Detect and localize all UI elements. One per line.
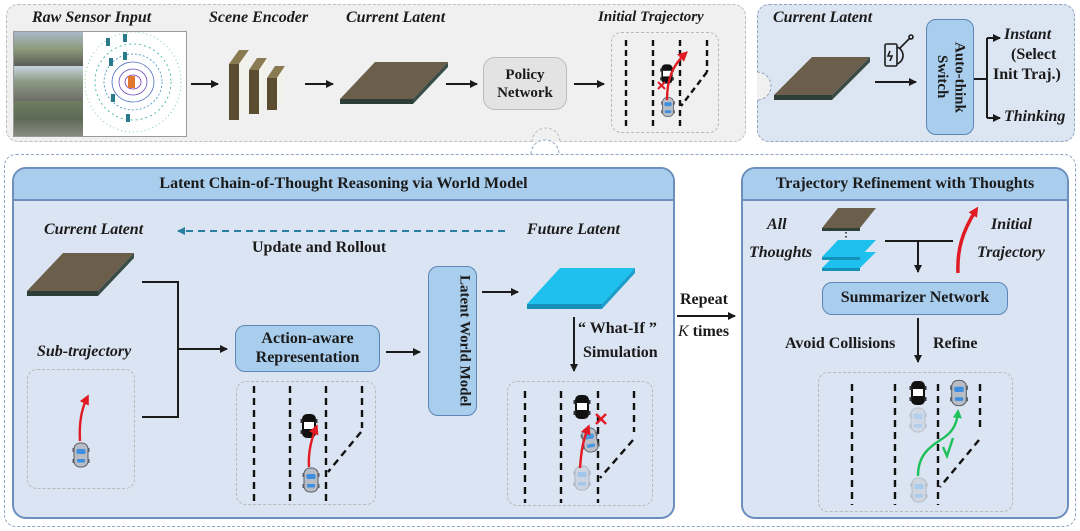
camera-side-image: [14, 66, 83, 101]
action-aware-line1: Action-aware: [261, 330, 354, 348]
action-aware-line2: Representation: [255, 348, 360, 366]
latent-cot-section-title: Latent Chain-of-Thought Reasoning via Wo…: [14, 169, 673, 201]
update-and-rollout-label: Update and Rollout: [252, 239, 387, 256]
latent-world-model-block: Latent World Model: [428, 266, 477, 416]
sub-trajectory-label: Sub-trajectory: [37, 343, 132, 360]
initial-trajectory-line2: Trajectory: [977, 244, 1045, 261]
lidar-point-cloud: [84, 32, 182, 133]
current-latent-label: Current Latent: [346, 9, 446, 26]
action-aware-scene-box: [236, 381, 376, 505]
sub-trajectory-box: [27, 369, 135, 489]
initial-trajectory-box: [611, 32, 719, 133]
raw-sensor-input-label: Raw Sensor Input: [32, 9, 152, 26]
refined-scene-box: [818, 372, 1013, 512]
all-thoughts-line1: All: [767, 216, 787, 233]
policy-network-line2: Network: [497, 84, 553, 101]
refine-label: Refine: [933, 335, 978, 352]
trajectory-refinement-section: Trajectory Refinement with Thoughts: [741, 167, 1069, 519]
policy-network-line1: Policy: [505, 66, 545, 83]
initial-trajectory-label: Initial Trajectory: [598, 9, 704, 25]
repeat-times: times: [688, 323, 730, 340]
what-if-line2: Simulation: [583, 344, 658, 361]
scene-encoder-label: Scene Encoder: [209, 9, 309, 26]
sensor-input-image: [13, 31, 187, 137]
all-thoughts-line2: Thoughts: [749, 244, 813, 261]
avoid-collisions-label: Avoid Collisions: [785, 335, 896, 352]
instant-detail-line1: (Select: [1011, 46, 1057, 63]
future-latent-label: Future Latent: [527, 221, 620, 238]
repeat-label: Repeat: [680, 291, 728, 308]
summarizer-network-block: Summarizer Network: [822, 282, 1008, 315]
trajectory-refinement-title: Trajectory Refinement with Thoughts: [743, 169, 1067, 201]
auto-think-switch: Auto-think Switch: [926, 19, 974, 135]
connector-bump-bottom: [530, 139, 560, 155]
instant-label: Instant: [1004, 26, 1052, 43]
summarizer-network-label: Summarizer Network: [840, 289, 990, 307]
scene-encoder-icon: [229, 50, 285, 120]
repeat-k: K: [678, 323, 689, 340]
what-if-line1: “ What-If ”: [578, 320, 657, 337]
latent-world-model-label: Latent World Model: [456, 275, 473, 407]
camera-rear-image: [14, 101, 83, 136]
auto-think-switch-label: Auto-think Switch: [934, 41, 968, 113]
initial-trajectory-line1: Initial: [991, 216, 1032, 233]
reasoning-current-latent-label: Current Latent: [44, 221, 144, 238]
camera-front-image: [14, 32, 83, 66]
what-if-scene-box: [507, 381, 653, 506]
repeat-k-times: K times: [678, 323, 729, 341]
thinking-label: Thinking: [1004, 108, 1066, 125]
instant-detail-line2: Init Traj.): [993, 66, 1061, 83]
switch-current-latent-label: Current Latent: [773, 9, 873, 26]
